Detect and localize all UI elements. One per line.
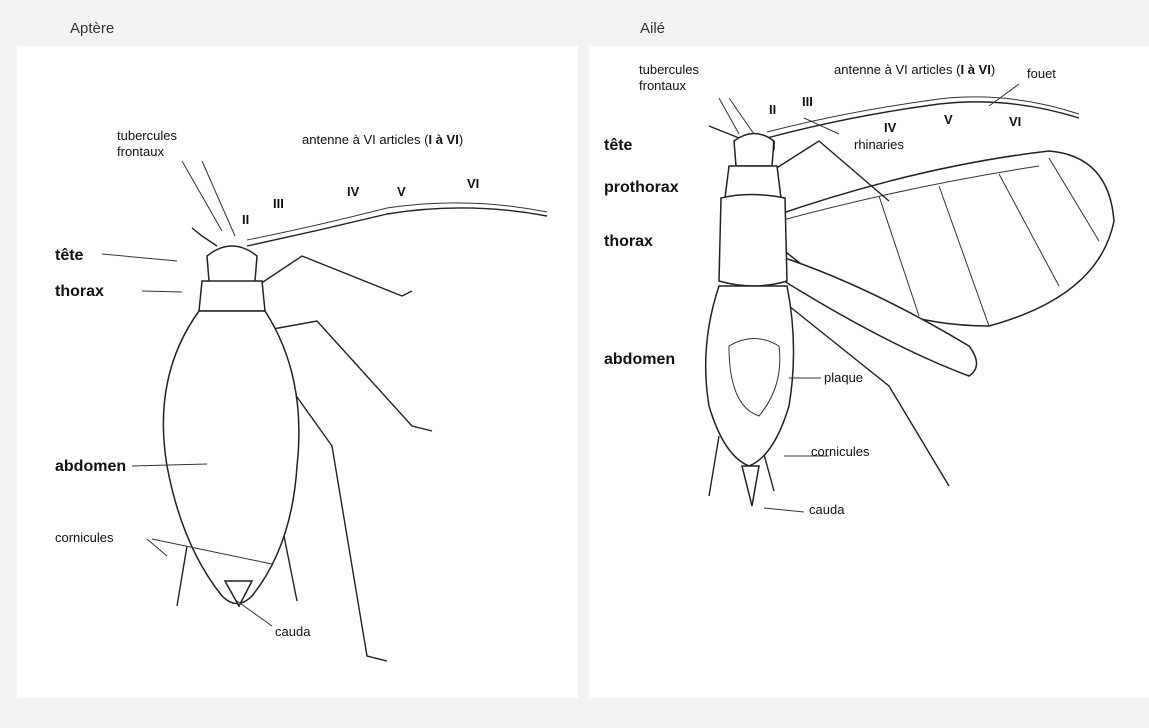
apterous-aphid-diagram: tubercules frontaux antenne à VI article…	[17, 46, 578, 698]
label-segment-v: V	[397, 184, 406, 199]
front-leg	[257, 256, 412, 296]
antenna	[767, 102, 1079, 138]
label-cauda: cauda	[275, 624, 311, 639]
label-segment-iv: IV	[347, 184, 360, 199]
label-fouet: fouet	[1027, 66, 1056, 81]
winged-aphid-diagram: tubercules frontaux antenne à VI article…	[589, 46, 1149, 698]
right-antenna	[247, 208, 547, 246]
label-prothorax: prothorax	[604, 179, 679, 196]
label-cauda: cauda	[809, 502, 845, 517]
cauda	[742, 466, 759, 506]
label-segment-iii: III	[273, 196, 284, 211]
label-tete: tête	[55, 247, 84, 264]
abdomen	[163, 311, 299, 604]
label-segment-iv: IV	[884, 120, 897, 135]
thorax	[199, 281, 265, 311]
label-segment-ii: II	[242, 212, 249, 227]
left-antenna	[192, 228, 217, 246]
label-cornicules: cornicules	[811, 444, 870, 459]
head	[207, 246, 257, 286]
label-segment-v: V	[944, 112, 953, 127]
head	[734, 134, 774, 167]
label-tubercules: tubercules	[639, 62, 699, 77]
label-segment-i: I	[772, 138, 776, 153]
label-cornicules: cornicules	[55, 530, 114, 545]
label-tete: tête	[604, 137, 633, 154]
winged-aphid-panel: tubercules frontaux antenne à VI article…	[589, 46, 1149, 698]
label-thorax: thorax	[55, 283, 104, 300]
label-segment-vi: VI	[1009, 114, 1021, 129]
label-plaque: plaque	[824, 370, 863, 385]
label-segment-vi: VI	[467, 176, 479, 191]
label-rhinaries: rhinaries	[854, 137, 904, 152]
apterous-aphid-panel: tubercules frontaux antenne à VI article…	[17, 46, 578, 698]
label-frontaux: frontaux	[639, 78, 686, 93]
left-panel-title: Aptère	[70, 20, 114, 37]
label-segment-iii: III	[802, 94, 813, 109]
label-segment-ii: II	[769, 102, 776, 117]
label-abdomen: abdomen	[604, 351, 675, 368]
label-thorax: thorax	[604, 233, 653, 250]
label-frontaux: frontaux	[117, 144, 164, 159]
label-antenne: antenne à VI articles (I à VI)	[302, 132, 463, 147]
label-tubercules: tubercules	[117, 128, 177, 143]
right-panel-title: Ailé	[640, 20, 665, 37]
label-abdomen: abdomen	[55, 458, 126, 475]
label-antenne: antenne à VI articles (I à VI)	[834, 62, 995, 77]
prothorax	[725, 166, 781, 198]
thorax	[719, 195, 787, 287]
